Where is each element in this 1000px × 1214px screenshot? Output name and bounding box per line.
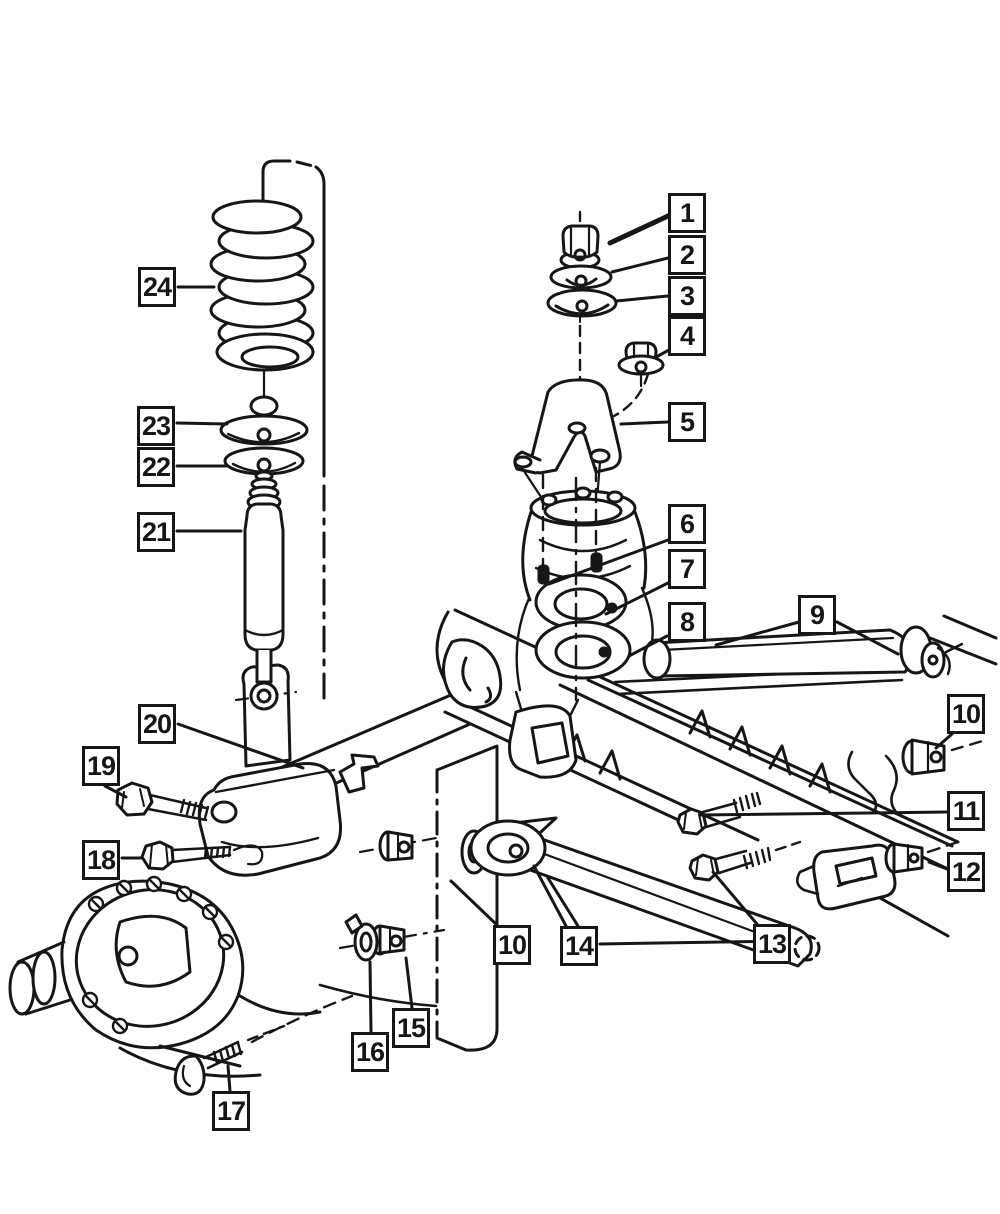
callout-16: 16: [351, 1032, 389, 1072]
frame-bracket-right: [676, 738, 988, 911]
flag-nut-upper: [378, 830, 414, 862]
callout-19: 19: [82, 746, 120, 786]
differential-cover-bolts: [81, 875, 235, 1035]
shock-tower-bracket-5: [513, 378, 622, 502]
callout-23: 23: [137, 406, 175, 446]
callout-2: 2: [668, 235, 706, 275]
callout-3: 3: [668, 276, 706, 316]
nut-12: [884, 842, 924, 874]
callout-11: 11: [947, 791, 985, 831]
stud-6: [537, 564, 550, 585]
bolt-18: [140, 840, 264, 871]
callout-14: 14: [560, 926, 598, 966]
callout-10-upper-right: 10: [947, 694, 985, 734]
washer-16: [344, 913, 379, 962]
coil-spring-24: [209, 199, 315, 372]
steering-knuckle: [435, 586, 654, 709]
spring-mount-dome: [521, 466, 648, 702]
bolt-19: [115, 781, 210, 822]
shock-tower-hardware: [513, 210, 665, 502]
jounce-bumper: [508, 690, 580, 779]
leader-lines: [103, 213, 954, 1093]
callout-18: 18: [82, 840, 120, 880]
callout-7: 7: [668, 549, 706, 589]
spring-seat-bracket-20: [197, 761, 343, 877]
spring-isolator-8: [534, 620, 632, 680]
callout-24: 24: [138, 267, 176, 307]
callout-22: 22: [137, 447, 175, 487]
callout-8: 8: [668, 602, 706, 642]
callout-21: 21: [137, 512, 175, 552]
shock-absorber-21: [219, 368, 309, 711]
bolt-13: [688, 840, 802, 882]
callout-12: 12: [947, 852, 985, 892]
callout-1: 1: [668, 193, 706, 233]
callout-17: 17: [212, 1091, 250, 1131]
callout-10-lower-center: 10: [493, 925, 531, 965]
lower-control-arm: [460, 816, 821, 968]
nut-4: [617, 341, 665, 388]
callout-20: 20: [138, 704, 176, 744]
callout-6: 6: [668, 504, 706, 544]
flag-nut-15: [370, 924, 406, 956]
callout-4: 4: [668, 316, 706, 356]
stud-17: [173, 1024, 286, 1096]
callout-5: 5: [668, 402, 706, 442]
callout-9: 9: [798, 595, 836, 635]
frame-rail: [261, 159, 326, 708]
callout-13: 13: [753, 924, 791, 964]
clip: [338, 753, 380, 794]
callout-15: 15: [392, 1008, 430, 1048]
axle-differential: [8, 663, 446, 1096]
